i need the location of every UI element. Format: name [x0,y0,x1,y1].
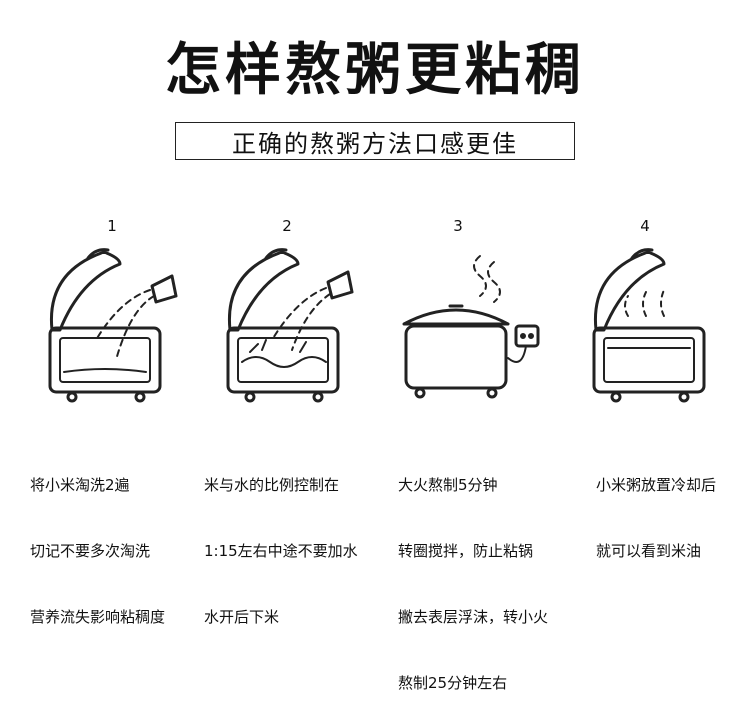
step-2-description: 米与水的比例控制在 1:15左右中途不要加水 水开后下米 [204,430,358,650]
step-3-cooker-illustration [402,255,540,399]
page-title: 怎样熬粥更粘稠 [165,38,585,103]
step-2-line: 水开后下米 [204,608,280,626]
step-2-cooker-illustration [226,248,354,403]
step-1-line: 将小米淘洗2遍 [30,476,130,494]
step-3-line: 撇去表层浮沫，转小火 [398,608,549,626]
step-4-line: 就可以看到米油 [596,542,702,560]
step-4-line: 小米粥放置冷却后 [596,476,717,494]
step-4-description: 小米粥放置冷却后 就可以看到米油 [596,430,716,584]
step-2-line: 米与水的比例控制在 [204,476,340,494]
step-1-line: 切记不要多次淘洗 [30,542,151,560]
illustrations [48,248,706,403]
step-1-line: 营养流失影响粘稠度 [30,608,166,626]
step-1-cooker-illustration [48,248,178,403]
step-3-number: 3 [453,217,463,235]
step-2-number: 2 [282,217,292,235]
subtitle: 正确的熬粥方法口感更佳 [232,129,518,158]
step-3-line: 大火熬制5分钟 [398,476,498,494]
subtitle-box: 正确的熬粥方法口感更佳 [175,122,575,160]
step-3-line: 转圈搅拌，防止粘锅 [398,542,534,560]
step-4-cooker-illustration [592,248,706,403]
step-3-description: 大火熬制5分钟 转圈搅拌，防止粘锅 撇去表层浮沫，转小火 熬制25分钟左右 [398,430,548,716]
step-3-line: 熬制25分钟左右 [398,674,508,692]
step-1-description: 将小米淘洗2遍 切记不要多次淘洗 营养流失影响粘稠度 [30,430,165,650]
step-4-number: 4 [640,217,650,235]
step-1-number: 1 [107,217,117,235]
step-2-line: 1:15左右中途不要加水 [204,542,358,560]
